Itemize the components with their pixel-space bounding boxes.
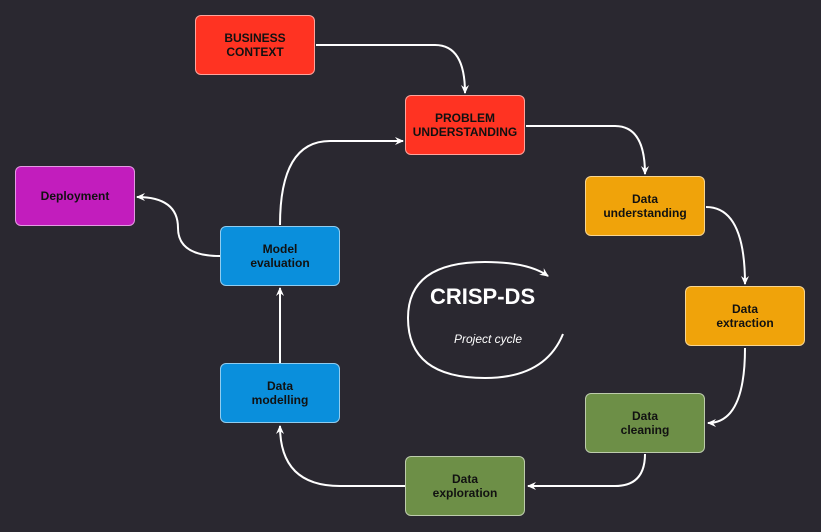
arrow-evaluation-to-problem xyxy=(279,137,404,226)
node-label-line: Data xyxy=(266,379,293,393)
arrow-extraction-to-cleaning xyxy=(707,347,746,427)
data-understanding-node: Data understanding xyxy=(585,176,705,236)
model-evaluation-node: Model evaluation xyxy=(220,226,340,286)
node-label-line: cleaning xyxy=(620,423,670,437)
node-label-line: Deployment xyxy=(40,189,110,203)
arrow-evaluation-to-deployment xyxy=(136,193,221,257)
cycle-title: CRISP-DS xyxy=(430,284,536,309)
node-label-line: PROBLEM xyxy=(435,111,495,125)
arrow-data-understanding-to-extraction xyxy=(705,206,749,285)
node-label-line: Data xyxy=(631,409,658,423)
center-cycle-arrow xyxy=(406,260,564,380)
node-label-line: extraction xyxy=(716,316,774,330)
arrow-exploration-to-modelling xyxy=(276,425,405,487)
arrow-business-to-problem xyxy=(316,44,469,94)
problem-understanding-node: PROBLEM UNDERSTANDING xyxy=(405,95,525,155)
deployment-node: Deployment xyxy=(15,166,135,226)
data-exploration-node: Data exploration xyxy=(405,456,525,516)
data-extraction-node: Data extraction xyxy=(685,286,805,346)
node-label-line: Model xyxy=(262,242,298,256)
node-label-line: Data xyxy=(631,192,658,206)
node-label-line: BUSINESS xyxy=(224,31,286,45)
data-modelling-node: Data modelling xyxy=(220,363,340,423)
arrow-problem-to-data-understanding xyxy=(526,125,649,175)
node-label-line: understanding xyxy=(603,206,687,220)
data-cleaning-node: Data cleaning xyxy=(585,393,705,453)
cycle-subtitle: Project cycle xyxy=(454,332,523,346)
business-context-node: BUSINESS CONTEXT xyxy=(195,15,315,75)
arrow-cleaning-to-exploration xyxy=(527,453,646,490)
node-label-line: Data xyxy=(731,302,758,316)
node-label-line: Data xyxy=(451,472,478,486)
node-label-line: exploration xyxy=(432,486,498,500)
node-label-line: modelling xyxy=(251,393,309,407)
node-label-line: CONTEXT xyxy=(226,45,284,59)
node-label-line: UNDERSTANDING xyxy=(412,125,518,139)
node-label-line: evaluation xyxy=(250,256,310,270)
